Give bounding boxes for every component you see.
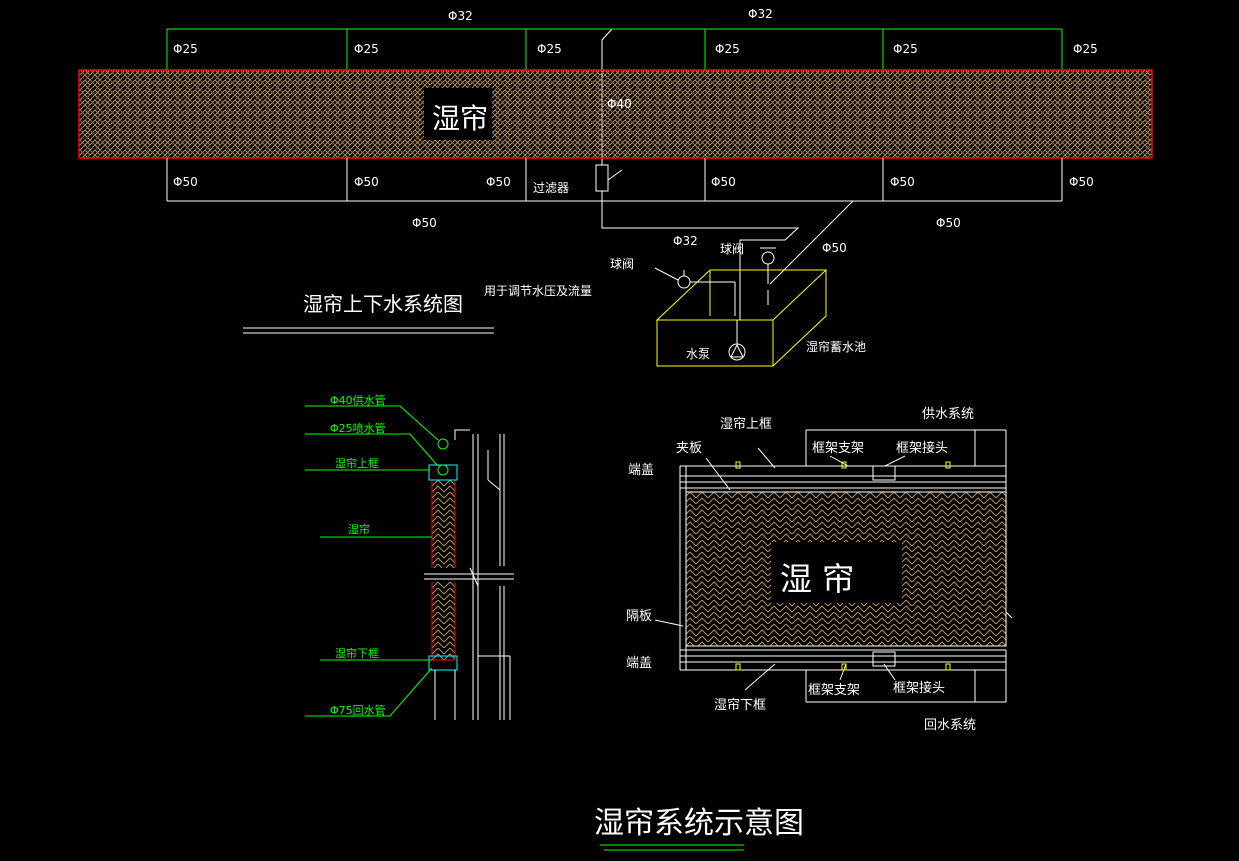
pump-symbol	[728, 320, 746, 361]
pad-label-top: 湿帘	[432, 102, 488, 135]
label-phi50-bottom-left: Φ50	[412, 216, 437, 230]
label-detail-upper-frame: 湿帘上框	[720, 416, 772, 432]
label-phi50-tank: Φ50	[822, 241, 847, 255]
label-clamp-plate: 夹板	[676, 441, 702, 456]
label-tank: 湿帘蓄水池	[806, 339, 866, 354]
label-supply-pipe: Φ40供水管	[330, 393, 386, 407]
supply-piping	[166, 28, 1063, 70]
pad-label-detail: 湿 帘	[780, 560, 854, 598]
detail-view	[654, 429, 1013, 703]
label-phi50-4: Φ50	[711, 175, 736, 189]
label-section-pad: 湿帘	[348, 522, 370, 536]
label-supply-system: 供水系统	[922, 407, 974, 422]
label-phi25-2: Φ25	[354, 42, 379, 56]
label-phi25-1: Φ25	[173, 42, 198, 56]
label-phi25-3: Φ25	[537, 42, 562, 56]
label-section-upper-frame: 湿帘上框	[335, 456, 379, 470]
label-section-lower-frame: 湿帘下框	[335, 646, 379, 660]
label-pump: 水泵	[686, 347, 710, 361]
label-spray-pipe: Φ25喷水管	[330, 421, 386, 435]
label-filter: 过滤器	[533, 181, 569, 195]
label-phi32-pipe: Φ32	[673, 234, 698, 248]
label-return-pipe: Φ75回水管	[330, 703, 386, 717]
label-phi50-3: Φ50	[486, 175, 511, 189]
label-phi25-6: Φ25	[1073, 42, 1098, 56]
label-end-cap-bottom: 端盖	[626, 656, 652, 671]
label-phi50-6: Φ50	[1069, 175, 1094, 189]
label-phi50-5: Φ50	[890, 175, 915, 189]
label-partition: 隔板	[626, 609, 652, 624]
label-regulate-note: 用于调节水压及流量	[484, 284, 592, 298]
label-frame-joint-bottom: 框架接头	[893, 680, 945, 696]
label-phi25-5: Φ25	[893, 42, 918, 56]
label-phi50-1: Φ50	[173, 175, 198, 189]
system-title: 湿帘上下水系统图	[303, 292, 463, 316]
label-phi50-2: Φ50	[354, 175, 379, 189]
label-frame-bracket-top: 框架支架	[812, 441, 864, 456]
ball-valve-right	[760, 247, 776, 305]
main-title-underline	[600, 844, 744, 851]
section-view	[305, 405, 514, 720]
label-return-system: 回水系统	[924, 718, 976, 733]
label-frame-bracket-bottom: 框架支架	[808, 683, 860, 698]
return-piping	[166, 158, 1063, 285]
label-phi50-bottom-right: Φ50	[936, 216, 961, 230]
label-phi32-right: Φ32	[748, 7, 773, 21]
main-title: 湿帘系统示意图	[594, 806, 804, 841]
label-frame-joint-top: 框架接头	[896, 440, 948, 456]
water-tank	[655, 269, 828, 367]
label-phi25-4: Φ25	[715, 42, 740, 56]
system-title-underline	[243, 327, 494, 334]
ball-valve-left	[654, 267, 736, 316]
label-ball-valve-right: 球阀	[720, 242, 744, 256]
label-end-cap-top: 端盖	[628, 463, 654, 478]
label-ball-valve-left: 球阀	[610, 257, 634, 271]
label-detail-lower-frame: 湿帘下框	[714, 697, 766, 713]
wet-pad-band	[78, 69, 1153, 159]
label-phi32-left: Φ32	[448, 9, 473, 23]
filter-symbol	[595, 164, 800, 320]
label-phi40: Φ40	[607, 97, 632, 111]
